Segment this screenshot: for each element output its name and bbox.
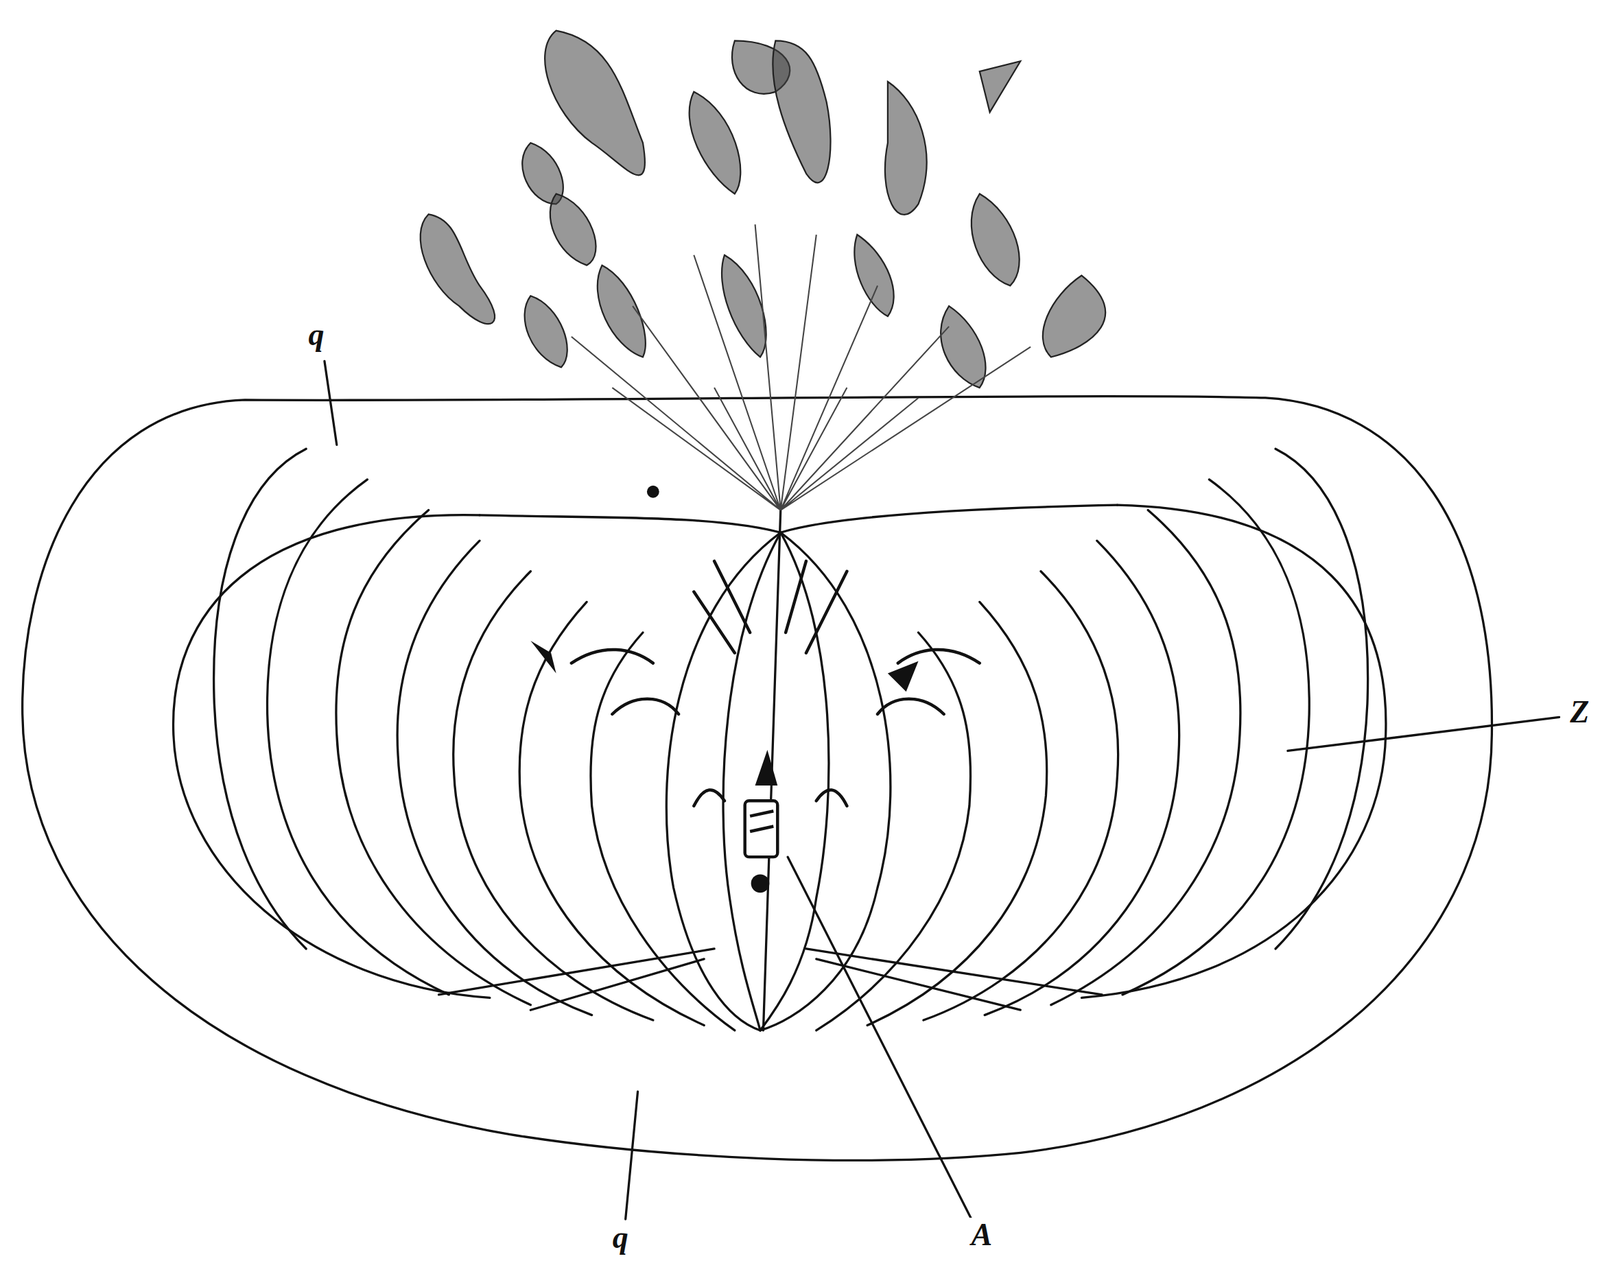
part-label: q	[609, 1220, 632, 1255]
part-label: Z	[1567, 695, 1592, 730]
part-label: q	[306, 317, 328, 352]
part-label: A	[968, 1217, 995, 1253]
